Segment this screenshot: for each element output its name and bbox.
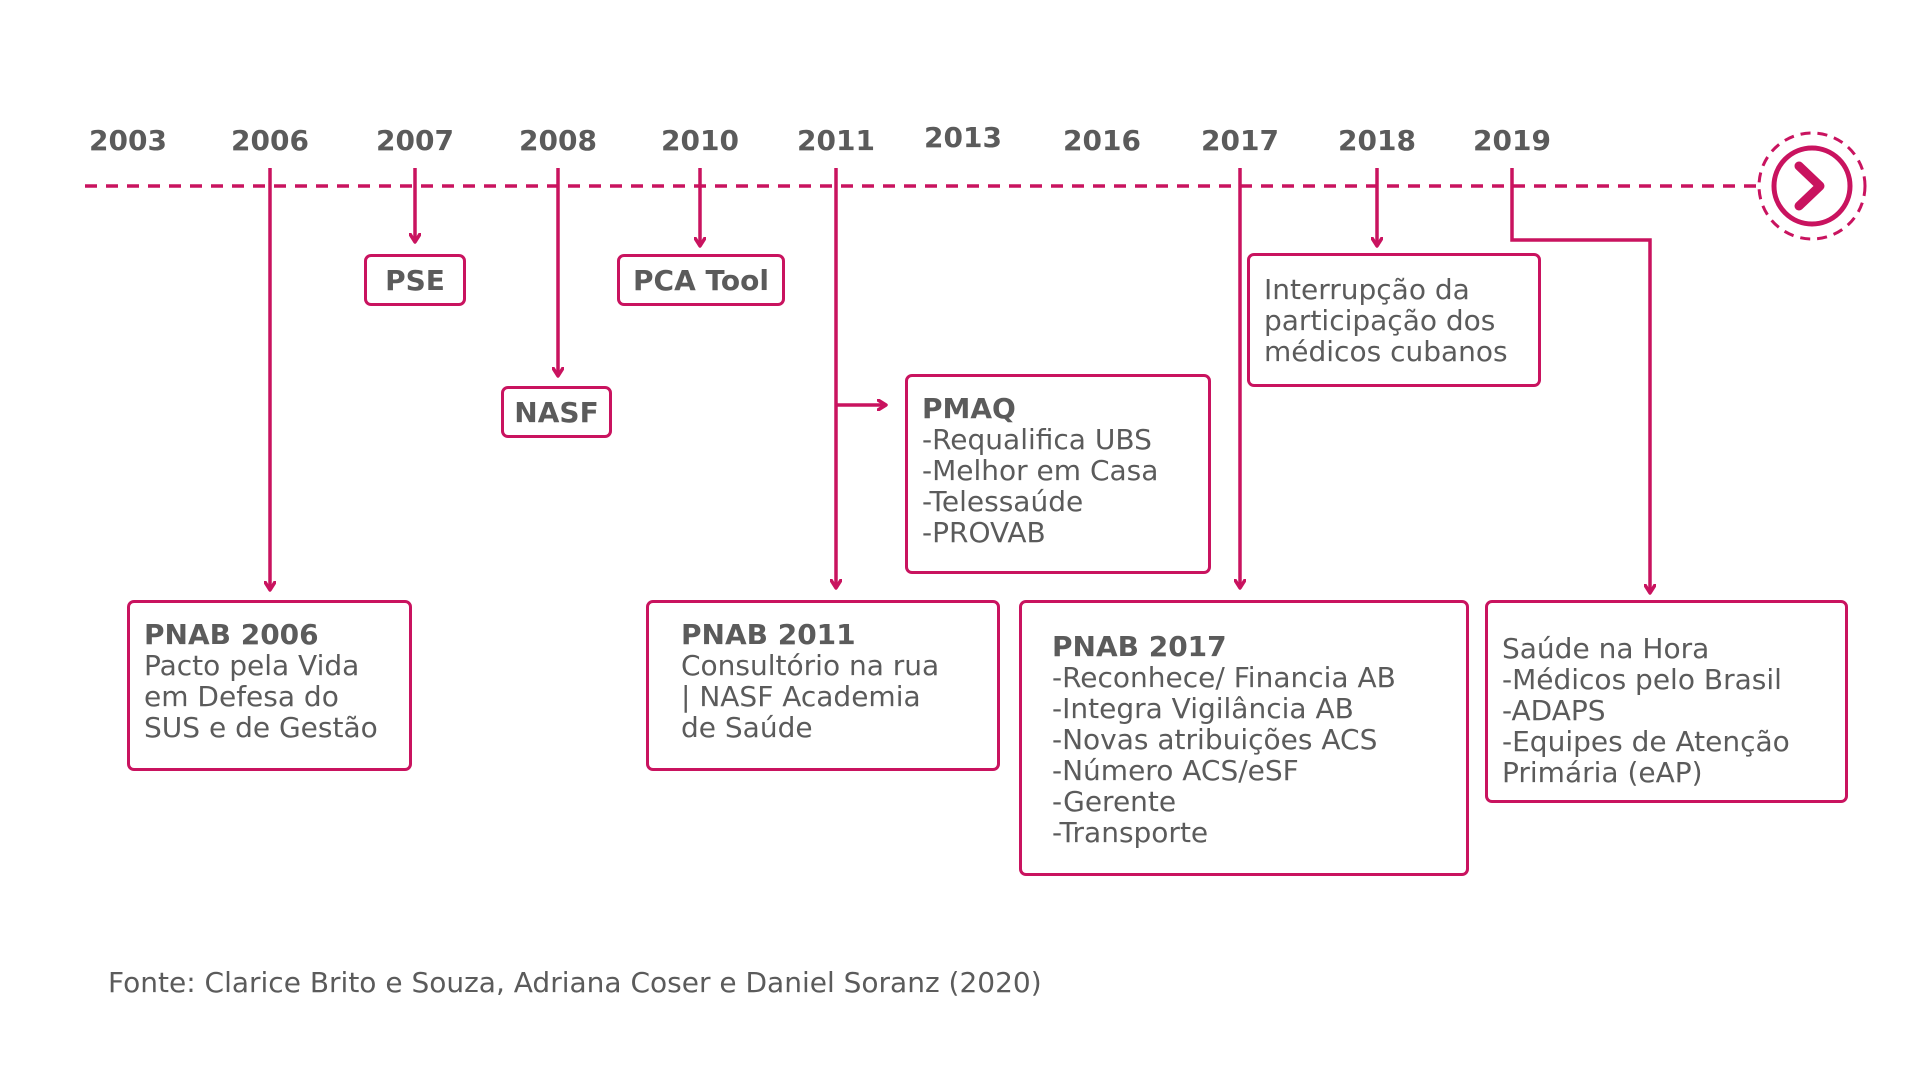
- event-title: PSE: [385, 263, 445, 297]
- chevron-right-icon: [1794, 161, 1825, 211]
- event-box-pnab-2017: PNAB 2017 -Reconhece/ Financia AB -Integ…: [1019, 600, 1469, 876]
- event-line: SUS e de Gestão: [144, 711, 378, 744]
- event-line: -Equipes de Atenção: [1502, 725, 1790, 758]
- event-line: -Requalifica UBS: [922, 423, 1152, 456]
- event-line: -Reconhece/ Financia AB: [1052, 661, 1396, 694]
- year-2019: 2019: [1473, 124, 1551, 157]
- event-box-pse: PSE: [364, 254, 466, 306]
- event-line: Consultório na rua: [681, 649, 940, 682]
- event-line: -Novas atribuições ACS: [1052, 723, 1378, 756]
- event-line: -Telessaúde: [922, 485, 1084, 518]
- event-box-saude-na-hora: Saúde na Hora -Médicos pelo Brasil -ADAP…: [1485, 600, 1848, 803]
- event-box-pnab-2006: PNAB 2006 Pacto pela Vida em Defesa do S…: [127, 600, 412, 771]
- event-line: -Integra Vigilância AB: [1052, 692, 1354, 725]
- event-box-nasf: NASF: [501, 386, 612, 438]
- year-2007: 2007: [376, 124, 454, 157]
- event-line: -PROVAB: [922, 516, 1046, 549]
- source-caption: Fonte: Clarice Brito e Souza, Adriana Co…: [108, 966, 1042, 999]
- event-line: -ADAPS: [1502, 694, 1606, 727]
- event-title: PNAB 2011: [681, 618, 856, 651]
- event-line: -Número ACS/eSF: [1052, 754, 1299, 787]
- event-box-pnab-2011: PNAB 2011 Consultório na rua | NASF Acad…: [646, 600, 1000, 771]
- event-title: PMAQ: [922, 392, 1016, 425]
- event-line: -Melhor em Casa: [922, 454, 1159, 487]
- event-line: Primária (eAP): [1502, 756, 1703, 789]
- event-box-pmaq: PMAQ -Requalifica UBS -Melhor em Casa -T…: [905, 374, 1211, 574]
- year-2017: 2017: [1201, 124, 1279, 157]
- event-line: médicos cubanos: [1264, 335, 1508, 368]
- arrow-2019: [1510, 168, 1650, 593]
- event-title: NASF: [514, 395, 599, 429]
- event-line: Interrupção da: [1264, 273, 1470, 306]
- event-line: participação dos: [1264, 304, 1496, 337]
- event-line: em Defesa do: [144, 680, 339, 713]
- event-title: PNAB 2006: [144, 618, 319, 651]
- event-title: PCA Tool: [633, 263, 769, 297]
- timeline-end-marker: [1757, 131, 1867, 241]
- event-box-interrupcao: Interrupção da participação dos médicos …: [1247, 253, 1541, 387]
- event-box-pca-tool: PCA Tool: [617, 254, 785, 306]
- event-line: -Transporte: [1052, 816, 1209, 849]
- event-line: | NASF Academia: [681, 680, 921, 713]
- event-line: -Gerente: [1052, 785, 1177, 818]
- year-2011: 2011: [797, 124, 875, 157]
- year-2008: 2008: [519, 124, 597, 157]
- year-2006: 2006: [231, 124, 309, 157]
- event-line: de Saúde: [681, 711, 813, 744]
- year-2010: 2010: [661, 124, 739, 157]
- event-line: Saúde na Hora: [1502, 632, 1710, 665]
- event-line: -Médicos pelo Brasil: [1502, 663, 1782, 696]
- year-2003: 2003: [89, 124, 167, 157]
- event-title: PNAB 2017: [1052, 630, 1227, 663]
- year-2016: 2016: [1063, 124, 1141, 157]
- year-2013: 2013: [924, 121, 1002, 154]
- year-2018: 2018: [1338, 124, 1416, 157]
- event-line: Pacto pela Vida: [144, 649, 360, 682]
